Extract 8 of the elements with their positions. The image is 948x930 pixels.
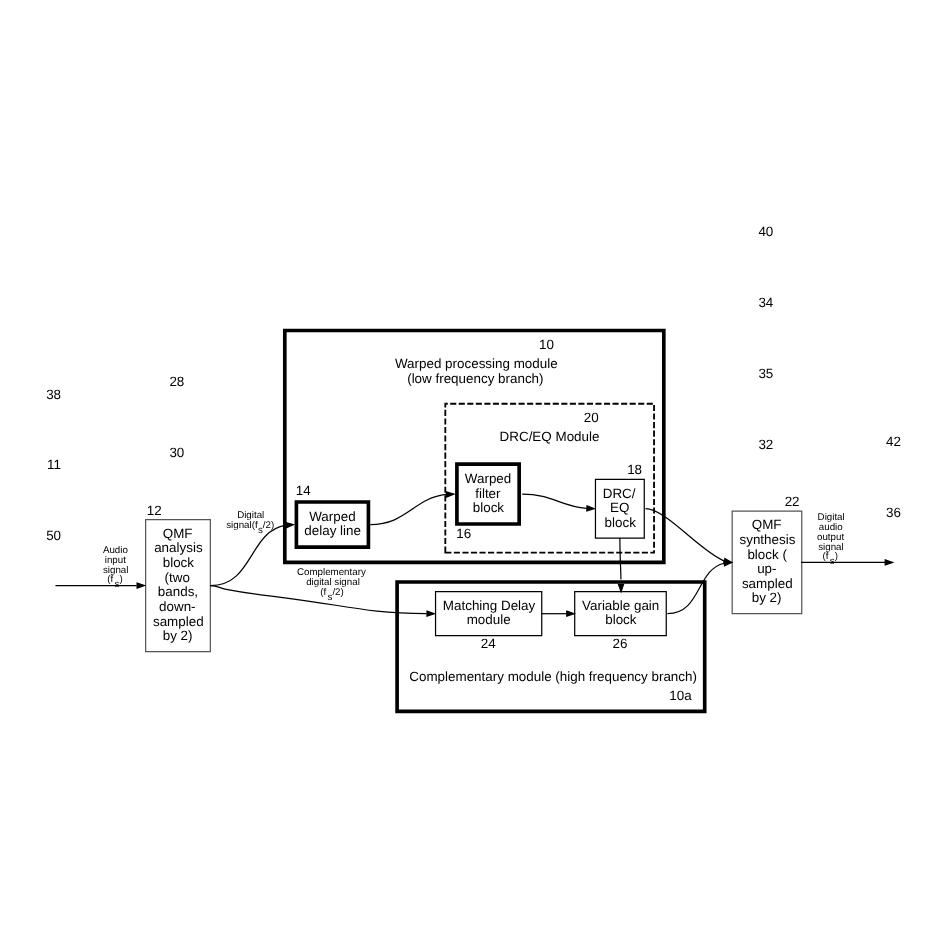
arrow — [369, 490, 456, 525]
arrow — [617, 536, 625, 593]
arrow — [521, 492, 597, 511]
arrow — [54, 581, 147, 589]
arrow — [800, 558, 895, 565]
arrow — [209, 520, 296, 586]
arrow — [540, 609, 576, 617]
arrow — [209, 584, 437, 617]
